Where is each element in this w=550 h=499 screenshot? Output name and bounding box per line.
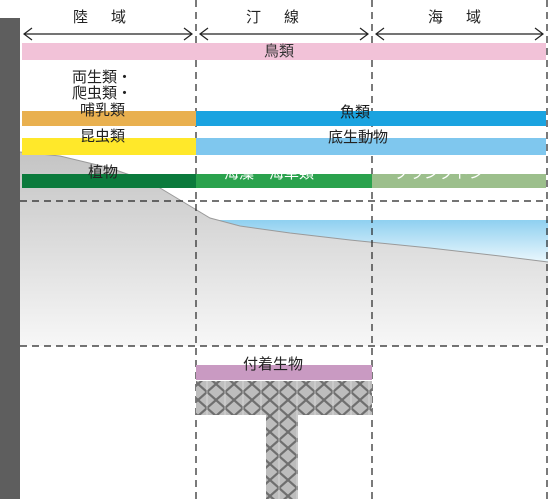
zone-label-sea: 海 域 <box>428 8 486 26</box>
pier-column <box>266 415 298 499</box>
band-plants <box>22 174 196 188</box>
band-birds <box>22 43 546 60</box>
band-birds-label: 鳥類 <box>264 42 295 60</box>
band-attached-organisms <box>196 365 372 380</box>
label-reptiles: 爬虫類・ <box>72 84 133 102</box>
band-insects-label: 昆虫類 <box>80 127 126 145</box>
band-fish-label: 魚類 <box>340 103 371 121</box>
band-seaweeds-label: 海藻・海草類 <box>224 164 315 182</box>
pier-deck <box>196 381 372 415</box>
label-amphibians: 両生類・ <box>72 68 133 86</box>
band-mammals <box>22 111 196 126</box>
band-mammals-label: 哺乳類 <box>80 101 126 119</box>
band-insects <box>22 138 196 155</box>
band-seaweeds <box>196 174 372 188</box>
ground-surface-line <box>19 151 549 263</box>
band-benthos-label: 底生動物 <box>328 128 389 146</box>
sea-wall <box>0 18 20 499</box>
zone-label-land: 陸 域 <box>73 8 131 26</box>
zone-arrows <box>23 27 544 41</box>
band-fish <box>196 111 546 126</box>
band-plankton-label: プランクトン <box>394 164 485 182</box>
band-plankton <box>372 174 546 188</box>
band-plants-label: 植物 <box>88 163 119 181</box>
band-attached-organisms-label: 付着生物 <box>243 355 304 373</box>
zone-label-shore: 汀 線 <box>246 8 304 26</box>
band-benthos <box>196 138 546 155</box>
